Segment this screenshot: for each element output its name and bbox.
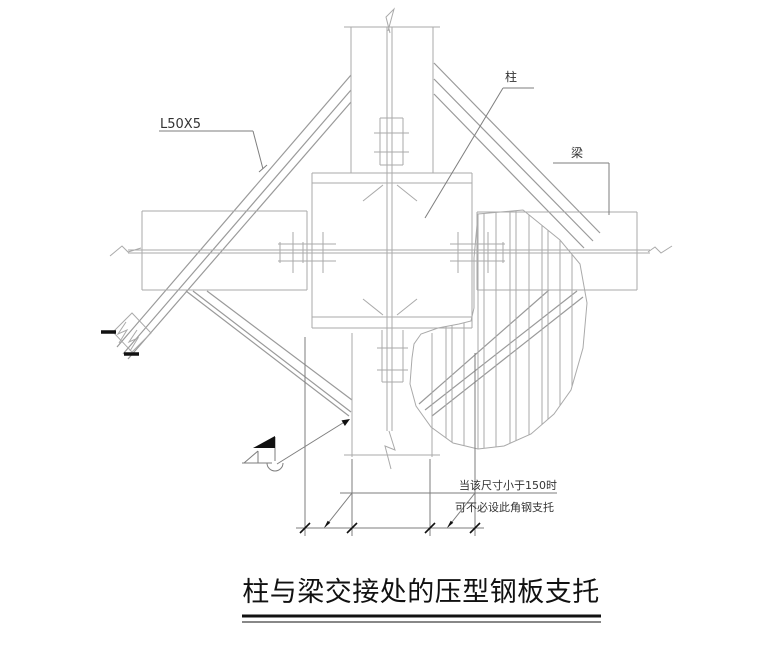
field-weld-symbol [242,419,350,472]
field-weld-flag-icon [253,436,275,448]
column-label: 柱 [424,69,534,219]
member-break-icon [109,245,142,257]
bottom-column-stub [344,330,440,470]
member-break-icon [112,312,152,353]
leader-arrowhead [341,419,350,426]
member-break-icon [647,245,673,254]
right-beam [476,211,638,291]
beam-center-lines [109,245,673,257]
drawing-title: 柱与梁交接处的压型钢板支托 [242,577,600,608]
brace-end-break [101,312,152,356]
deck-plate-outline [409,209,588,450]
label-beam: 梁 [571,145,583,160]
dimension-lines [296,337,484,536]
note-line-1: 当该尺寸小于150时 [459,478,557,492]
leader-arrowhead [447,520,454,528]
member-break-icon [385,7,395,34]
note-annotation: 当该尺寸小于150时 可不必设此角钢支托 [324,478,557,528]
fillet-weld-icon [243,450,259,464]
deck-rib-hatch [445,210,573,449]
bolt-connections [278,232,505,273]
top-column-stub [344,7,440,173]
diagonal-braces [116,62,601,417]
angle-size-label: L50X5 [159,117,268,173]
column-section [311,27,473,431]
label-angle-size: L50X5 [160,117,201,132]
leader-arrowhead [324,520,331,528]
deck-plate-region [409,209,588,450]
dimension-ticks [299,522,481,534]
title-block: 柱与梁交接处的压型钢板支托 [242,577,601,623]
weld-all-around-icon [266,462,284,472]
note-line-2: 可不必设此角钢支托 [455,500,554,514]
member-break-icon [384,430,396,470]
beam-label: 梁 [553,145,610,215]
label-column: 柱 [505,69,517,84]
